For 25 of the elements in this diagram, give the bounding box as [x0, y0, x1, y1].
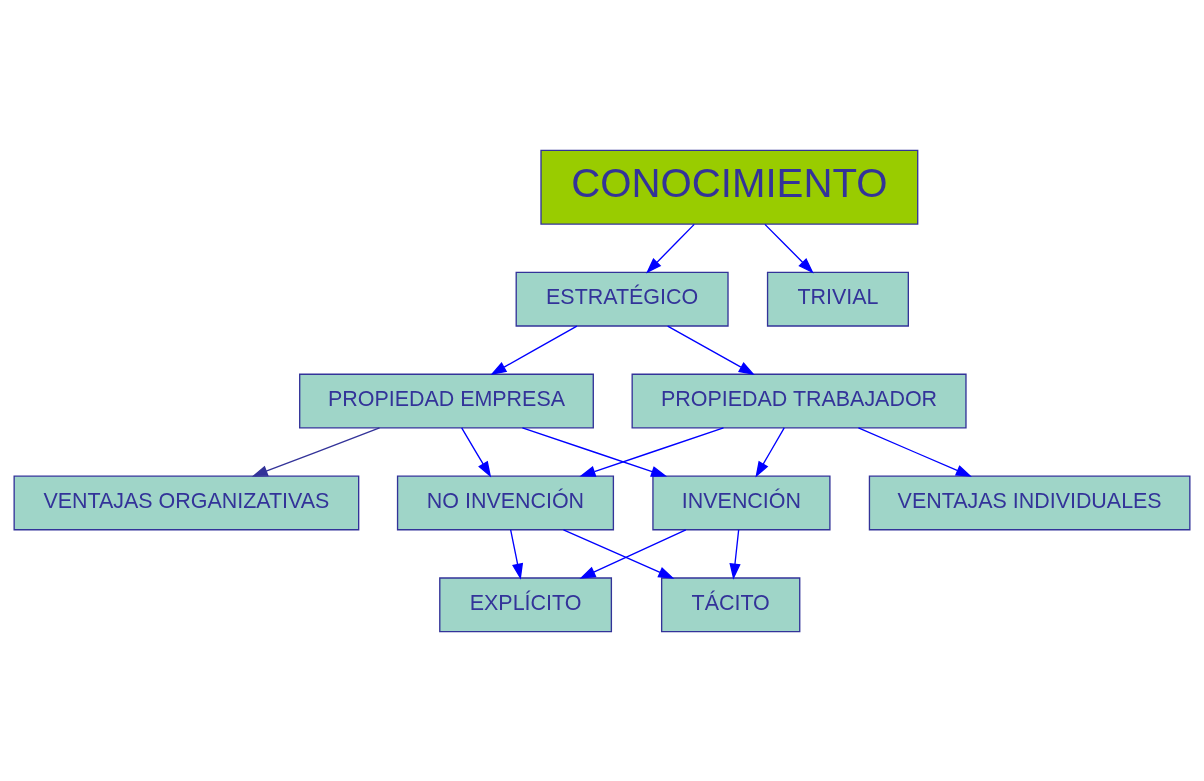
arrow	[490, 324, 578, 375]
arrow	[579, 528, 687, 579]
node-box: NO INVENCIÓN	[396, 474, 615, 530]
arrow	[755, 426, 785, 478]
arrow	[509, 528, 524, 580]
arrow	[646, 223, 695, 273]
node-box: PROPIEDAD EMPRESA	[299, 373, 594, 429]
node-box: INVENCIÓN	[652, 474, 831, 530]
node-box: CONOCIMIENTO	[540, 149, 919, 225]
arrow	[562, 528, 675, 579]
arrow	[764, 223, 814, 273]
arrow	[857, 426, 972, 477]
node-box: ESTRATÉGICO	[515, 271, 729, 327]
arrow	[251, 426, 381, 477]
arrow	[729, 528, 741, 580]
node-box: EXPLÍCITO	[439, 576, 613, 632]
node-box: TÁCITO	[661, 576, 801, 632]
arrow	[461, 426, 492, 478]
node-box: VENTAJAS ORGANIZATIVAS	[13, 474, 360, 530]
node-box: VENTAJAS INDIVIDUALES	[868, 474, 1191, 530]
arrow	[667, 324, 755, 375]
arrow	[579, 426, 725, 477]
node-box: TRIVIAL	[766, 271, 909, 327]
arrow	[521, 426, 668, 477]
node-box: PROPIEDAD TRABAJADOR	[631, 373, 967, 429]
